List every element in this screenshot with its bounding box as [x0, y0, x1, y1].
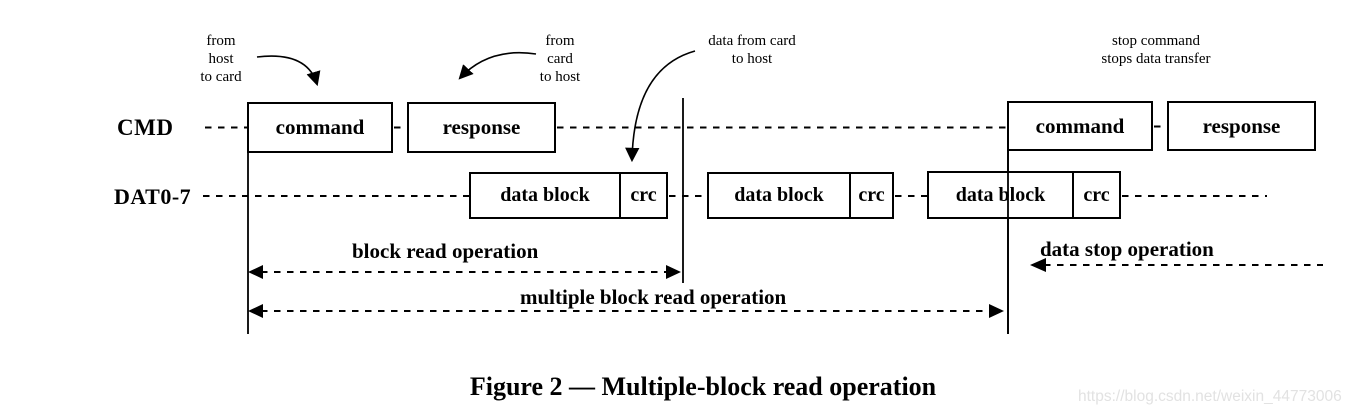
annotation-data-from-card-to-host: data from card to host — [708, 33, 796, 67]
watermark-text: https://blog.csdn.net/weixin_44773006 — [1078, 388, 1342, 405]
crc-token-1: crc — [630, 184, 657, 206]
from-card-arrow — [458, 51, 537, 80]
response-token-1: response — [442, 115, 521, 139]
response-token-2: response — [1202, 113, 1281, 138]
multiple-block-read-span-arrow — [248, 304, 1004, 318]
annotation-stop-command: stop command stops data transfer — [1101, 33, 1211, 67]
data-block-token-1: data block — [500, 184, 590, 206]
data-block-token-2: data block — [734, 184, 824, 206]
block-read-operation-label: block read operation — [352, 239, 539, 263]
data-block-token-3: data block — [955, 183, 1046, 206]
data-from-card-arrow — [625, 50, 696, 163]
cmd-bus-line — [205, 125, 1168, 129]
data-stop-operation-label: data stop operation — [1040, 237, 1214, 261]
command-token-2: command — [1035, 113, 1125, 138]
cmd-token-boxes — [247, 101, 1316, 153]
cmd-bus-label: CMD — [117, 115, 174, 140]
figure-caption: Figure 2 — Multiple-block read operation — [469, 372, 937, 401]
dat-bus-label: DAT0-7 — [114, 184, 192, 209]
crc-token-3: crc — [1083, 183, 1110, 206]
from-host-arrow — [256, 55, 321, 87]
annotation-from-host-to-card: from host to card — [200, 33, 242, 85]
dat-block-boxes — [469, 171, 1121, 219]
multiple-block-read-operation-label: multiple block read operation — [520, 285, 787, 309]
crc-token-2: crc — [858, 184, 885, 206]
annotation-from-card-to-host: from card to host — [539, 33, 581, 85]
data-stop-span-arrow — [1030, 258, 1323, 272]
block-read-span-arrow — [248, 265, 681, 279]
annotation-arrows — [256, 50, 696, 163]
command-token-1: command — [275, 115, 365, 139]
